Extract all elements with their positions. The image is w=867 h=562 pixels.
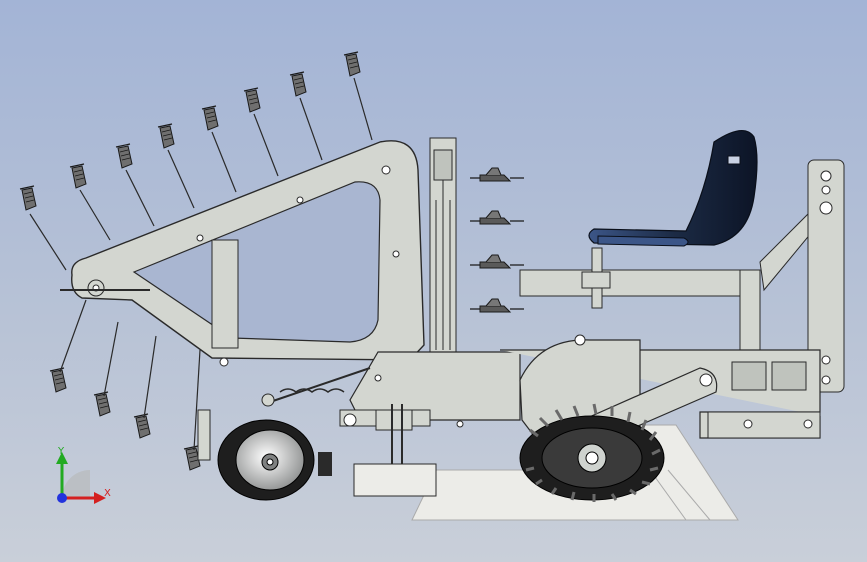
x-axis-label: X (104, 488, 111, 499)
furrow-opener (353, 404, 437, 497)
front-wheel (197, 409, 332, 501)
drive-wheel (519, 403, 665, 502)
coordinate-triad: Y X (56, 446, 111, 504)
seedling-holder-chain (19, 51, 373, 271)
seedling-holder-chain-lower (49, 299, 201, 471)
chassis-beam (261, 349, 821, 439)
main-frame (60, 140, 425, 367)
rear-hitch-frame (519, 159, 845, 393)
y-axis-label: Y (57, 446, 65, 457)
z-axis-dot (57, 493, 67, 503)
operator-seat (581, 130, 758, 309)
seedling-column (429, 137, 457, 354)
seedling-holder-row (469, 167, 525, 313)
